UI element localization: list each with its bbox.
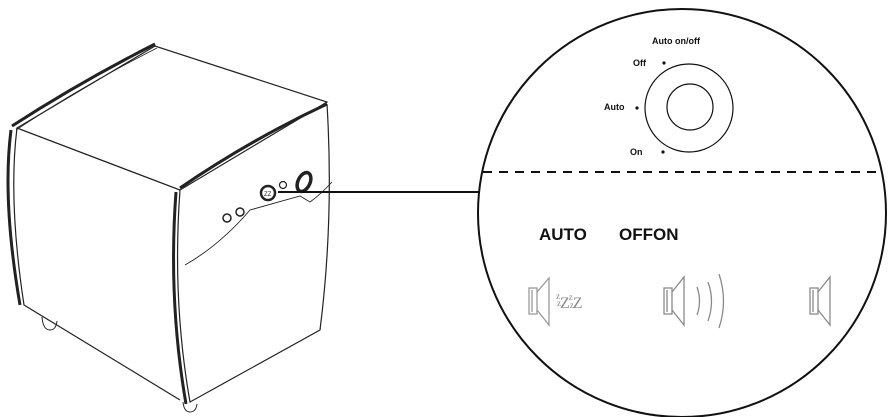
knob-title: Auto on/off	[652, 36, 700, 46]
speaker-silent-icon	[809, 275, 831, 327]
subwoofer-illustration: ZZ	[6, 42, 333, 413]
auto-position-label: Auto	[604, 102, 625, 112]
speaker-sound-waves-icon	[663, 273, 725, 329]
sleep-z-icon: zzZzzZ	[556, 291, 583, 312]
speaker-sleeping-icon	[528, 276, 550, 327]
auto-position-dot	[635, 106, 639, 110]
on-position-label: On	[630, 147, 643, 157]
off-position-dot	[662, 61, 666, 65]
on-position-dot	[661, 150, 665, 154]
mode-header-off-on: OFFON	[619, 225, 679, 244]
mode-label-auto: AUTO	[539, 225, 587, 244]
svg-text:ZZ: ZZ	[264, 192, 272, 198]
off-position-label: Off	[633, 58, 646, 68]
magnifier-circle	[477, 8, 887, 417]
knob-icon	[644, 63, 734, 153]
